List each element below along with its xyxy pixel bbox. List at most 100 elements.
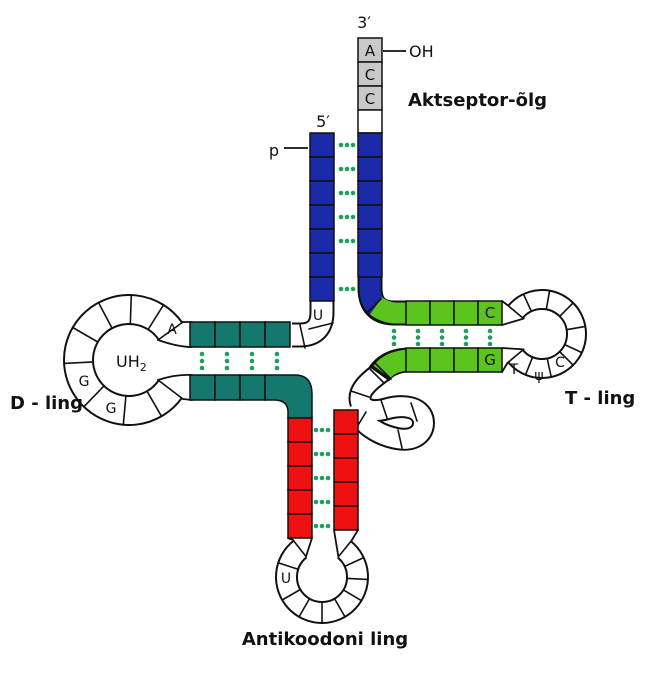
base-box bbox=[333, 433, 359, 459]
t-loop-label: T - ling bbox=[565, 388, 635, 409]
base-u-anticodon: U bbox=[281, 571, 291, 587]
base-pair-dot bbox=[344, 238, 350, 244]
t-loop bbox=[501, 289, 587, 379]
anticodon-segment-line bbox=[344, 557, 364, 567]
base-pair-dot bbox=[350, 214, 356, 220]
d-stem-bend bbox=[264, 374, 313, 419]
t-loop-segment-line bbox=[558, 350, 574, 366]
base-pair-dot bbox=[439, 341, 445, 347]
base-uh2-dloop: UH2 bbox=[116, 352, 147, 374]
base-pair-dot bbox=[249, 351, 255, 357]
base-pair-dot bbox=[350, 142, 356, 148]
d-loop-ring-body bbox=[65, 296, 182, 424]
base-pair-dot bbox=[391, 341, 397, 347]
acceptor-u-bend-divider bbox=[308, 322, 334, 330]
variable-loop-segment-line bbox=[397, 429, 403, 449]
base-box bbox=[239, 374, 266, 401]
base-pair-dot bbox=[415, 335, 421, 340]
base-pair-dot bbox=[439, 335, 445, 340]
base-pair-dot bbox=[350, 238, 356, 244]
acceptor-u-bend-body bbox=[292, 301, 333, 346]
base-box bbox=[239, 321, 266, 348]
acceptor-u-bend-divider bbox=[299, 324, 306, 349]
base-pair-dot bbox=[325, 451, 331, 457]
base-box bbox=[357, 156, 383, 182]
base-box bbox=[309, 276, 335, 302]
base-box bbox=[405, 347, 431, 373]
anticodon-loop-label: Antikoodoni ling bbox=[242, 629, 408, 650]
base-pair-dot bbox=[463, 328, 469, 334]
t-arm-base-pairs bbox=[391, 328, 493, 347]
anticodon-segment-line bbox=[282, 589, 301, 601]
base-pair-dot bbox=[224, 365, 230, 371]
t-loop-segment-line bbox=[506, 348, 525, 364]
t-loop-flare-edge bbox=[501, 347, 525, 351]
base-box bbox=[309, 252, 335, 278]
base-pair-dot bbox=[338, 214, 344, 220]
base-pair-dot bbox=[319, 451, 325, 457]
labels: 3′ 5′ OH p Aktseptor-õlg D - ling T - li… bbox=[10, 13, 635, 650]
base-box bbox=[357, 228, 383, 254]
anticodon-base-pairs bbox=[313, 427, 331, 529]
oh-label: OH bbox=[409, 42, 434, 61]
anticodon-segment-line bbox=[298, 598, 310, 617]
acceptor-5prime-strand bbox=[309, 132, 335, 302]
t-loop-segment-line bbox=[563, 343, 583, 354]
anticodon-segment-line bbox=[337, 539, 353, 558]
base-pair-dot bbox=[274, 351, 280, 357]
base-g-dloop: G bbox=[106, 401, 117, 417]
anticodon-segment-line bbox=[347, 577, 368, 581]
d-loop-segment-line bbox=[157, 379, 184, 400]
anticodon-segment-line bbox=[343, 589, 362, 602]
base-pair-dot bbox=[249, 365, 255, 371]
base-pair-dot bbox=[325, 475, 331, 481]
acceptor-arm-label: Aktseptor-õlg bbox=[408, 90, 547, 111]
base-pair-dot bbox=[439, 328, 445, 334]
base-pair-dots bbox=[199, 142, 493, 529]
base-box bbox=[309, 132, 335, 158]
base-pair-dot bbox=[350, 166, 356, 172]
base-box bbox=[287, 441, 313, 467]
base-pair-dot bbox=[319, 427, 325, 433]
base-box bbox=[287, 513, 313, 539]
base-pair-dot bbox=[415, 341, 421, 347]
base-pair-dot bbox=[325, 523, 331, 529]
base-box-acc-a bbox=[357, 37, 383, 63]
t-stem bbox=[368, 300, 503, 382]
base-pair-dot bbox=[199, 351, 205, 357]
base-g-tstem: G bbox=[484, 351, 496, 369]
base-box bbox=[309, 204, 335, 230]
base-c-tloop: C bbox=[555, 355, 565, 371]
t-loop-segment-line bbox=[546, 357, 553, 378]
acceptor-bend-divider bbox=[366, 298, 382, 314]
base-pair-dot bbox=[313, 451, 319, 457]
three-prime-label: 3′ bbox=[357, 13, 371, 32]
base-box bbox=[333, 457, 359, 483]
base-pair-dot bbox=[313, 499, 319, 505]
d-loop-segment-line bbox=[157, 321, 184, 341]
phosphate-label: p bbox=[269, 141, 279, 160]
t-loop-flare-edge bbox=[501, 362, 509, 373]
anticodon-stub-edge bbox=[350, 529, 359, 542]
base-pair-dot bbox=[350, 190, 356, 196]
base-c: C bbox=[365, 90, 375, 108]
t-stem-bend-divider bbox=[374, 362, 392, 380]
base-pair-dot bbox=[325, 427, 331, 433]
anticodon-stub-edge bbox=[305, 537, 313, 558]
base-pair-dot bbox=[224, 358, 230, 364]
base-box bbox=[429, 347, 455, 373]
base-box bbox=[333, 409, 359, 435]
base-pair-dot bbox=[319, 499, 325, 505]
anticodon-stub-left bbox=[288, 538, 312, 557]
variable-loop-segment-line bbox=[369, 368, 385, 384]
acceptor-3prime-strand bbox=[357, 37, 383, 278]
base-pair-dot bbox=[338, 286, 344, 292]
variable-loop-segment-line bbox=[350, 390, 370, 398]
base-box bbox=[357, 132, 383, 158]
anticodon-stem bbox=[287, 409, 359, 539]
base-pair-dot bbox=[344, 166, 350, 172]
base-pair-dot bbox=[319, 523, 325, 529]
base-pair-dot bbox=[274, 358, 280, 364]
base-pair-dot bbox=[487, 328, 493, 334]
